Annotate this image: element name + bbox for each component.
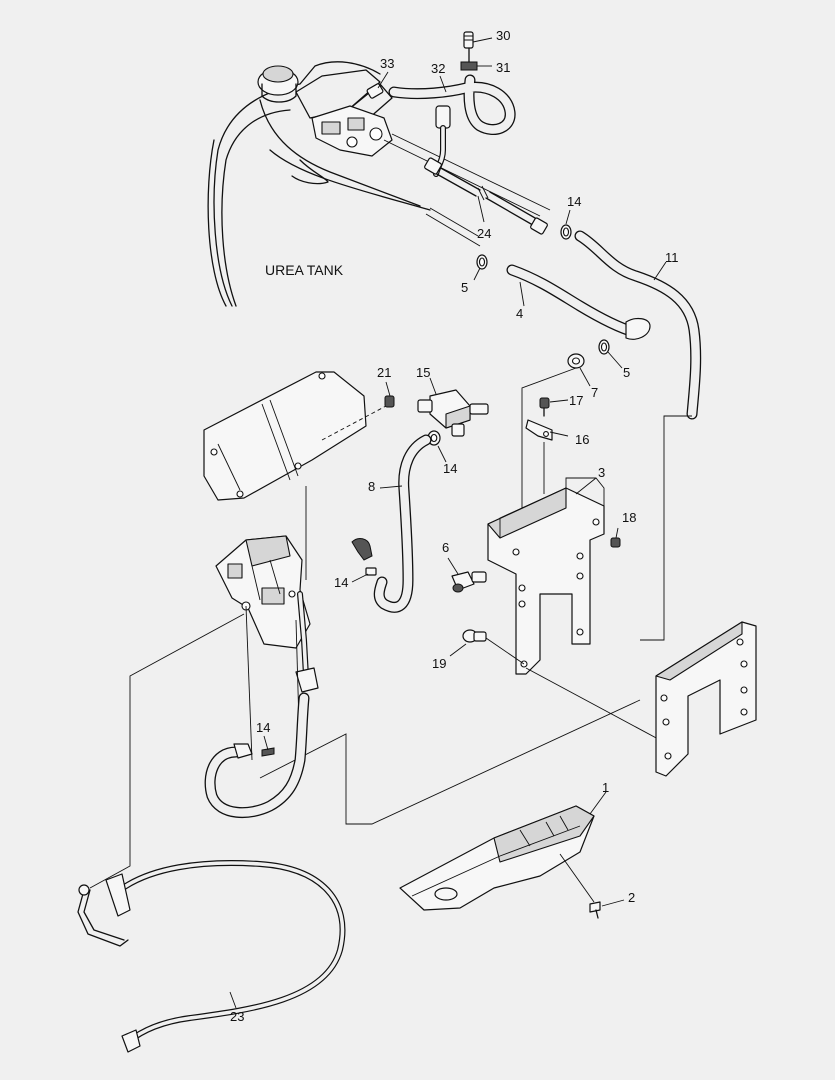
callout-5-b: 5 — [623, 365, 630, 380]
callout-5-a: 5 — [461, 280, 468, 295]
part-21-heat-shield — [203, 371, 387, 501]
callout-30: 30 — [496, 28, 510, 43]
callout-15: 15 — [416, 365, 430, 380]
part-19-grommet — [462, 629, 487, 643]
part-1-guard — [399, 805, 595, 911]
callout-14-bottom: 14 — [256, 720, 270, 735]
assembly-line-left — [89, 613, 245, 889]
part-24-tube — [424, 157, 548, 235]
urea-pump-module — [215, 535, 319, 693]
part-15-valve — [417, 389, 489, 437]
urea-tank — [207, 61, 551, 307]
part-3-bracket — [487, 477, 605, 675]
part-21-bolt — [384, 395, 395, 408]
callout-14-mid: 14 — [443, 461, 457, 476]
callout-33: 33 — [380, 56, 394, 71]
part-14-elbow-fitting — [351, 538, 377, 576]
part-5-clamp-b — [598, 339, 610, 355]
callout-17: 17 — [569, 393, 583, 408]
callout-2: 2 — [628, 890, 635, 905]
callout-32: 32 — [431, 61, 445, 76]
callouts: 30 31 32 33 14 11 24 5 4 5 7 21 15 17 16… — [230, 28, 679, 1024]
part-16-clamp — [525, 419, 553, 441]
callout-1: 1 — [602, 780, 609, 795]
callout-24: 24 — [477, 226, 491, 241]
part-14-clamp-mid — [427, 430, 441, 446]
callout-16: 16 — [575, 432, 589, 447]
callout-8: 8 — [368, 479, 375, 494]
callout-3: 3 — [598, 465, 605, 480]
part-33-elbow — [366, 83, 384, 99]
part-30-fitting — [463, 31, 474, 49]
part-17-bolt — [539, 397, 550, 417]
callout-14-left: 14 — [334, 575, 348, 590]
part-2-bolt — [589, 901, 601, 919]
urea-tank-label: UREA TANK — [265, 262, 344, 278]
callout-19: 19 — [432, 656, 446, 671]
callout-14-top: 14 — [567, 194, 581, 209]
callout-21: 21 — [377, 365, 391, 380]
part-8-hose — [373, 434, 432, 613]
part-11-hose — [574, 230, 702, 420]
part-6-fitting — [451, 571, 487, 593]
callout-31: 31 — [496, 60, 510, 75]
callout-6: 6 — [442, 540, 449, 555]
callout-18: 18 — [622, 510, 636, 525]
part-7-grommet — [567, 353, 585, 369]
callout-7: 7 — [591, 385, 598, 400]
callout-4: 4 — [516, 306, 523, 321]
callout-11: 11 — [665, 250, 679, 265]
part-31-clamp — [460, 47, 478, 71]
part-14-clamp-top — [560, 224, 572, 240]
mounting-plate — [655, 621, 757, 777]
callout-23: 23 — [230, 1009, 244, 1024]
part-5-clamp-a — [476, 254, 488, 270]
return-hose-lower — [204, 692, 310, 819]
part-23-harness — [77, 860, 346, 1053]
part-32-hose — [388, 74, 516, 135]
callout-leaders — [229, 37, 667, 1009]
part-18-bolt — [610, 537, 621, 548]
assembly-line-right — [640, 415, 692, 641]
part-4-hose — [506, 264, 651, 340]
